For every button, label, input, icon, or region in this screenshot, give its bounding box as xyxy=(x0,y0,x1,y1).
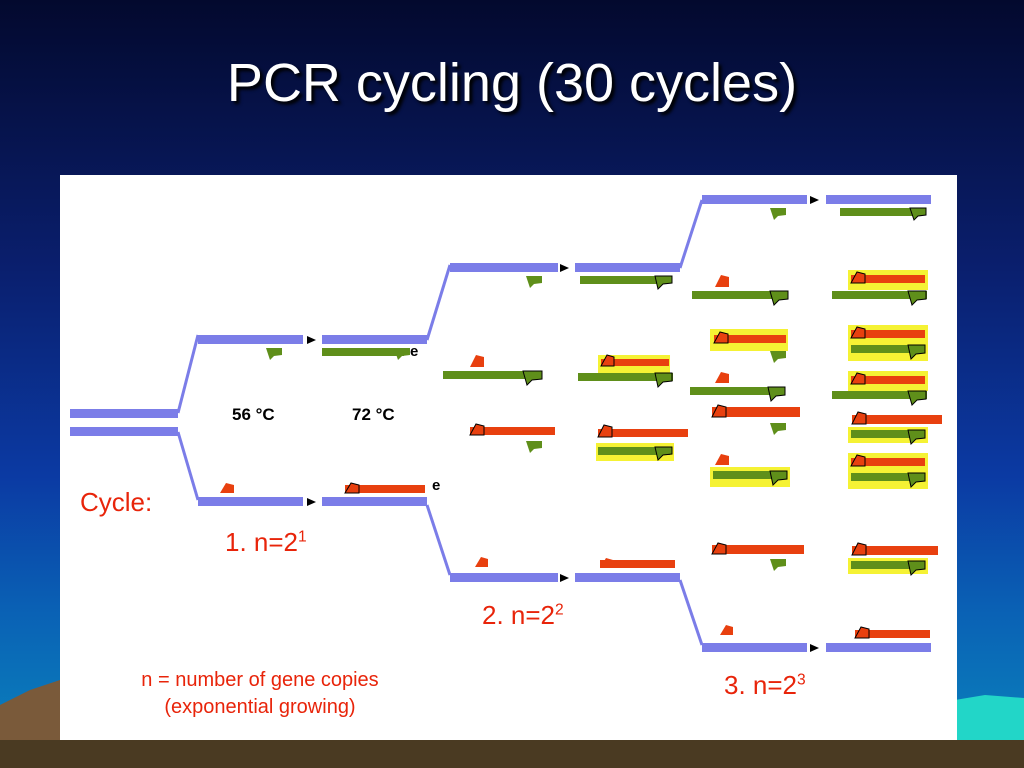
cycle1-top-strand: e xyxy=(198,264,452,360)
cycle-3-label: 3. n=23 xyxy=(724,670,806,700)
slide-title: PCR cycling (30 cycles) xyxy=(226,53,798,113)
extension-temperature-label: 72 °C xyxy=(352,405,395,424)
extension-marker-2: e xyxy=(432,477,440,494)
extension-marker-1: e xyxy=(410,343,418,360)
note-line-1: n = number of gene copies xyxy=(141,669,379,691)
cycle-2-label: 2. n=22 xyxy=(482,600,564,630)
pcr-diagram: e e xyxy=(70,195,942,652)
pcr-diagram-panel: e e xyxy=(60,175,957,740)
note-line-2: (exponential growing) xyxy=(164,696,356,718)
initial-dna-double-strand xyxy=(70,334,200,501)
cycle3-strands-b xyxy=(826,195,942,652)
cycle2-strands xyxy=(443,199,704,646)
cycle1-bottom-strand: e xyxy=(198,477,452,576)
cycle-1-label: 1. n=21 xyxy=(225,527,307,557)
explanation-note: n = number of gene copies (exponential g… xyxy=(90,669,430,719)
cycle-label: Cycle: xyxy=(80,487,153,517)
cycle3-strands-a xyxy=(690,195,819,652)
anneal-temperature-label: 56 °C xyxy=(232,405,275,424)
